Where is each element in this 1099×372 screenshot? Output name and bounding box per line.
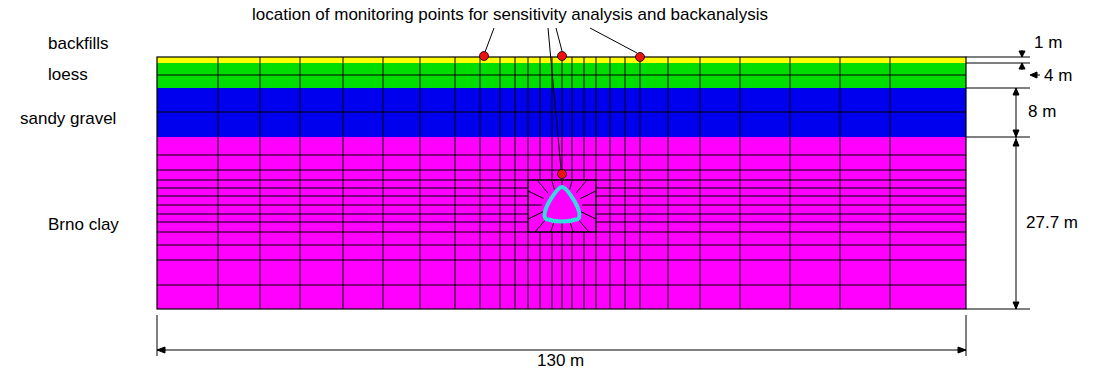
mesh-line xyxy=(540,232,541,309)
mesh-line xyxy=(528,57,529,309)
mesh-line xyxy=(537,180,548,193)
mesh-line xyxy=(455,57,456,309)
mesh-line xyxy=(640,57,641,309)
mesh-line xyxy=(570,180,573,189)
mesh-line xyxy=(582,205,596,206)
dimension-label: 8 m xyxy=(1028,103,1056,122)
mesh-line xyxy=(596,214,966,215)
mesh-line xyxy=(596,180,597,232)
mesh-border xyxy=(157,57,966,309)
mesh-line xyxy=(552,180,555,189)
mesh-line xyxy=(576,180,587,193)
mesh-line xyxy=(610,57,611,309)
mesh-line xyxy=(343,57,344,309)
mesh-line xyxy=(157,285,966,286)
mesh-line xyxy=(157,75,966,76)
layer-label: backfills xyxy=(48,35,108,54)
mesh-line xyxy=(480,57,481,309)
mesh-line xyxy=(528,191,544,199)
layer-label: sandy gravel xyxy=(20,110,116,129)
mesh-line xyxy=(157,205,528,206)
mesh-line xyxy=(157,112,966,113)
mesh-line xyxy=(528,180,529,232)
mesh-line xyxy=(596,57,597,309)
mesh-line xyxy=(700,57,701,309)
mesh-line xyxy=(420,57,421,309)
mesh-line xyxy=(596,222,966,223)
mesh-line xyxy=(840,57,841,309)
dimension-label: 130 m xyxy=(534,352,587,371)
mesh-line xyxy=(596,196,966,197)
mesh-line xyxy=(740,57,741,309)
mesh-line xyxy=(528,205,542,206)
mesh-line xyxy=(260,57,261,309)
mesh-line xyxy=(157,245,966,246)
mesh-line xyxy=(528,212,544,220)
mesh-line xyxy=(580,212,596,220)
layer-label: Brno clay xyxy=(48,216,119,235)
mesh-line xyxy=(584,232,585,309)
mesh-line xyxy=(580,191,596,199)
dimension-label: 4 m xyxy=(1044,67,1072,86)
mesh-line xyxy=(218,57,219,309)
mesh-line xyxy=(515,57,516,309)
layer-label: loess xyxy=(48,66,88,85)
mesh-line xyxy=(596,188,966,189)
mesh-line xyxy=(157,214,528,215)
dimension-label: 27.7 m xyxy=(1026,214,1078,233)
monitoring-points xyxy=(480,52,645,179)
mesh-line xyxy=(890,57,891,309)
mesh-line xyxy=(383,57,384,309)
mesh-line xyxy=(500,57,501,309)
mesh-line xyxy=(300,57,301,309)
mesh-line xyxy=(157,196,528,197)
mesh-line xyxy=(552,232,553,309)
mesh-line xyxy=(157,188,528,189)
mesh-line xyxy=(668,57,669,309)
mesh-line xyxy=(157,155,966,156)
mesh-line xyxy=(572,232,573,309)
mesh-line xyxy=(625,57,626,309)
mesh-line xyxy=(790,57,791,309)
note-text: location of monitoring points for sensit… xyxy=(252,6,768,25)
leader-lines xyxy=(485,28,637,169)
mesh-line xyxy=(596,205,966,206)
dimension-label: 1 m xyxy=(1034,34,1062,53)
mesh-line xyxy=(562,232,563,309)
tunnel-lining xyxy=(545,187,580,222)
dimension-lines xyxy=(157,50,1040,356)
mesh-lines xyxy=(157,57,966,309)
mesh-line xyxy=(157,222,528,223)
mesh-line xyxy=(157,260,966,261)
